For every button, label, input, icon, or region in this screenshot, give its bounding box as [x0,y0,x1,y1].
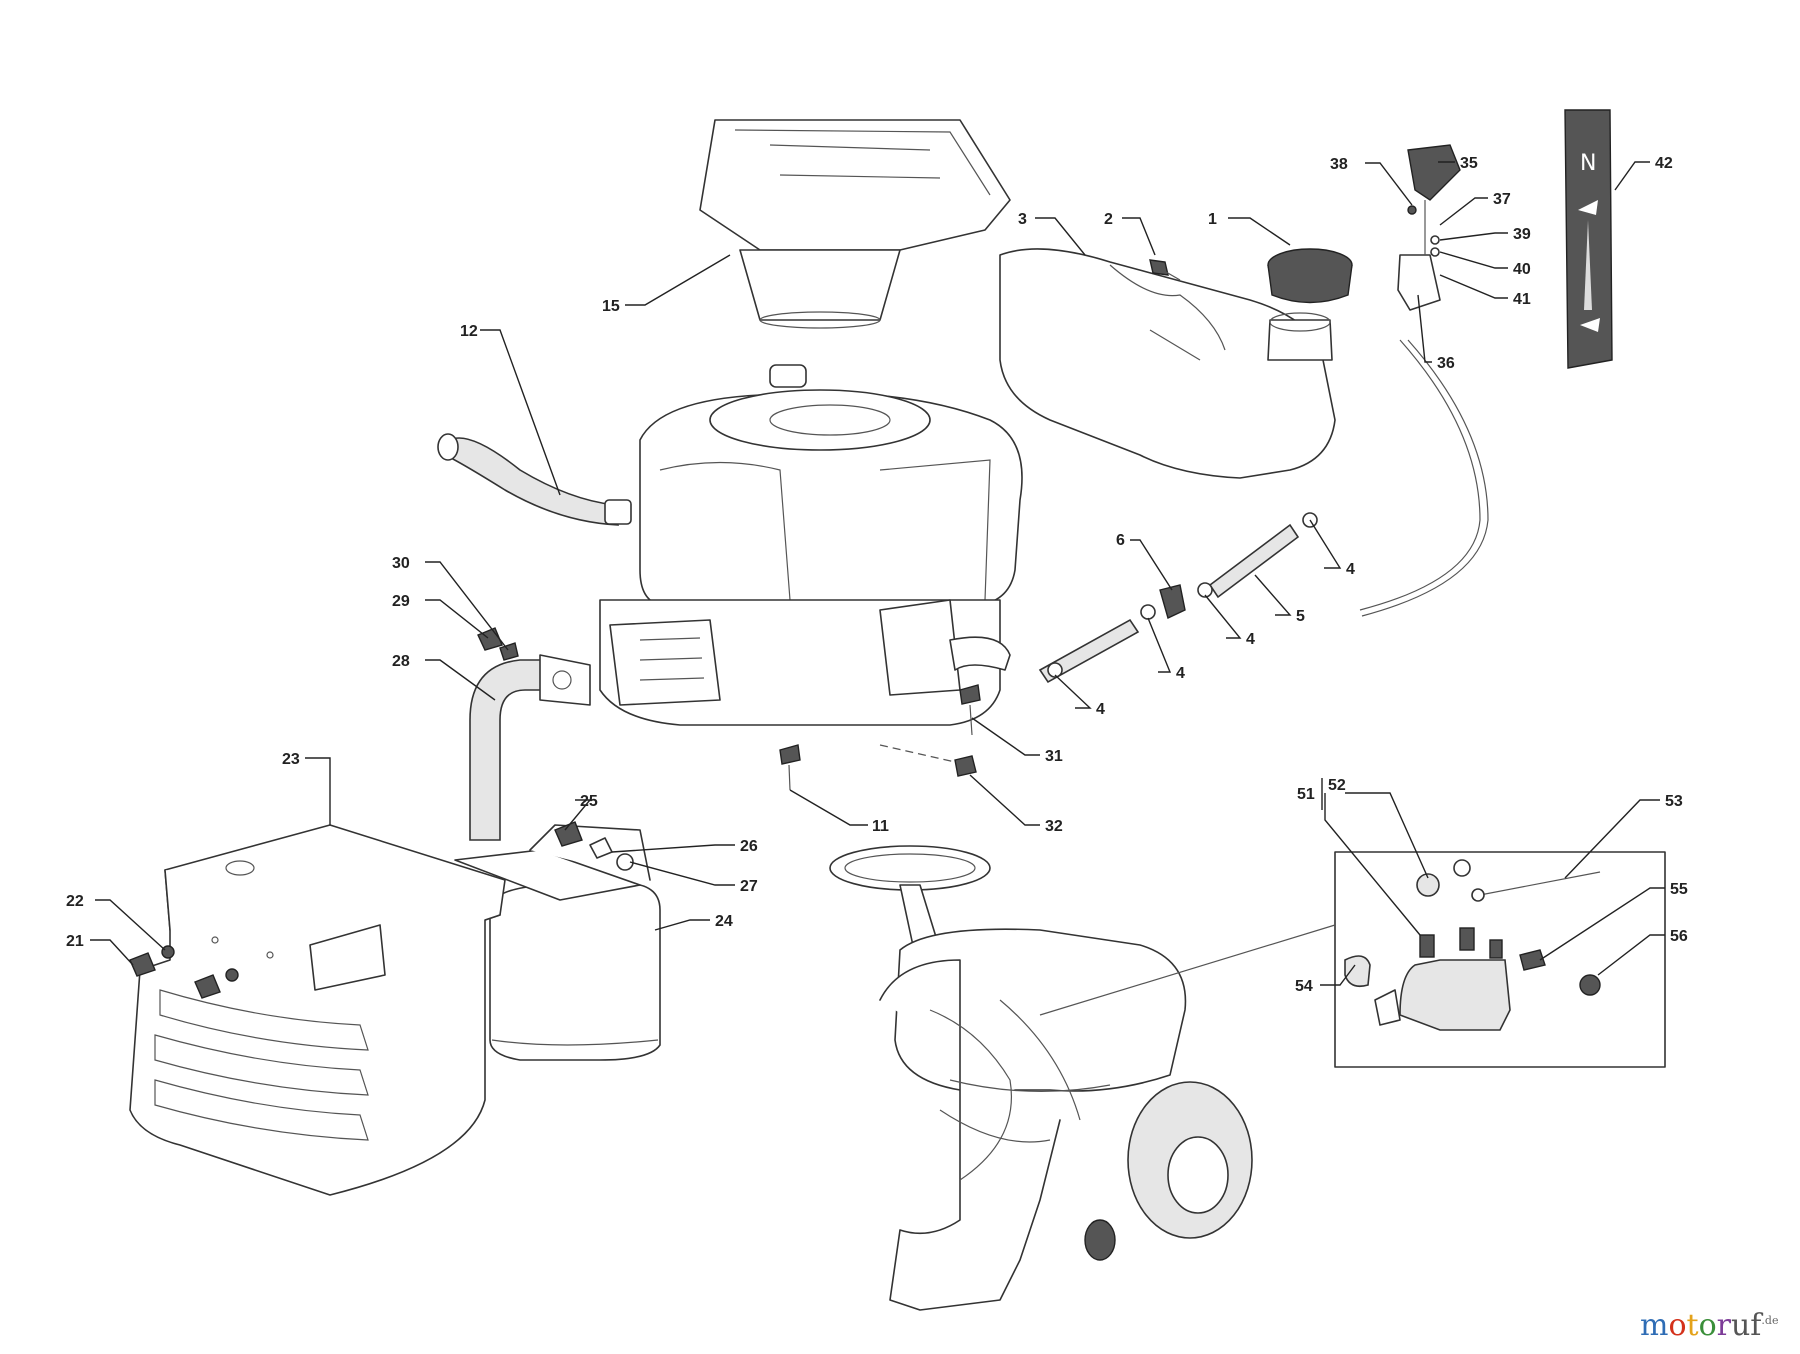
hare-icon [1578,200,1598,215]
callout-15: 15 [602,298,620,315]
air-filter-housing [699,119,1011,329]
callout-26: 26 [740,838,758,855]
callout-labels: 1 2 3 4 4 4 4 5 6 11 12 15 21 22 23 24 2… [66,155,1688,995]
breather-hose [437,433,632,526]
callout-36: 36 [1437,355,1455,372]
callout-28: 28 [392,653,410,670]
fuel-line [1038,512,1318,684]
callout-2: 2 [1104,211,1113,228]
callout-53: 53 [1665,793,1683,810]
callout-1: 1 [1208,211,1217,228]
callout-30: 30 [392,555,410,572]
throttle-plate-icon: N [1564,109,1613,369]
neutral-symbol-icon: N [1580,151,1596,176]
exhaust-bolts [477,627,519,661]
callout-31: 31 [1045,748,1063,765]
callout-37: 37 [1493,191,1511,208]
throttle-cable [1359,339,1489,617]
muffler-bolts [554,821,634,871]
callout-29: 29 [392,593,410,610]
callout-12: 12 [460,323,478,340]
callout-27: 27 [740,878,758,895]
grille-bolts [129,945,239,999]
turtle-icon [1580,318,1600,332]
callout-54: 54 [1295,978,1313,995]
callout-3: 3 [1018,211,1027,228]
callout-51: 51 [1297,786,1315,803]
callout-6: 6 [1116,532,1125,549]
callout-4: 4 [1176,665,1185,682]
watermark-logo: motoruf.de [1640,1308,1779,1343]
solenoid-inset [1334,851,1666,1068]
exhaust-pipe [469,654,591,841]
callout-41: 41 [1513,291,1531,308]
fuel-tank [999,248,1336,479]
callout-5: 5 [1296,608,1305,625]
tractor [829,845,1253,1311]
callout-22: 22 [66,893,84,910]
callout-25: 25 [580,793,598,810]
callout-4: 4 [1246,631,1255,648]
callout-38: 38 [1330,156,1348,173]
callout-39: 39 [1513,226,1531,243]
callout-56: 56 [1670,928,1688,945]
callout-23: 23 [282,751,300,768]
leader-lines [90,161,1665,986]
throttle-lever [1397,144,1461,311]
callout-55: 55 [1670,881,1688,898]
callout-4: 4 [1096,701,1105,718]
fuel-cap [1267,248,1353,304]
screw-2 [1149,259,1181,281]
front-grille [129,824,506,1196]
callout-35: 35 [1460,155,1478,172]
callout-52: 52 [1328,777,1346,794]
callout-32: 32 [1045,818,1063,835]
callout-4: 4 [1346,561,1355,578]
callout-24: 24 [715,913,733,930]
callout-42: 42 [1655,155,1673,172]
engine-bolts [779,684,981,791]
engine [599,364,1023,726]
callout-21: 21 [66,933,84,950]
callout-11: 11 [872,818,889,835]
callout-40: 40 [1513,261,1531,278]
